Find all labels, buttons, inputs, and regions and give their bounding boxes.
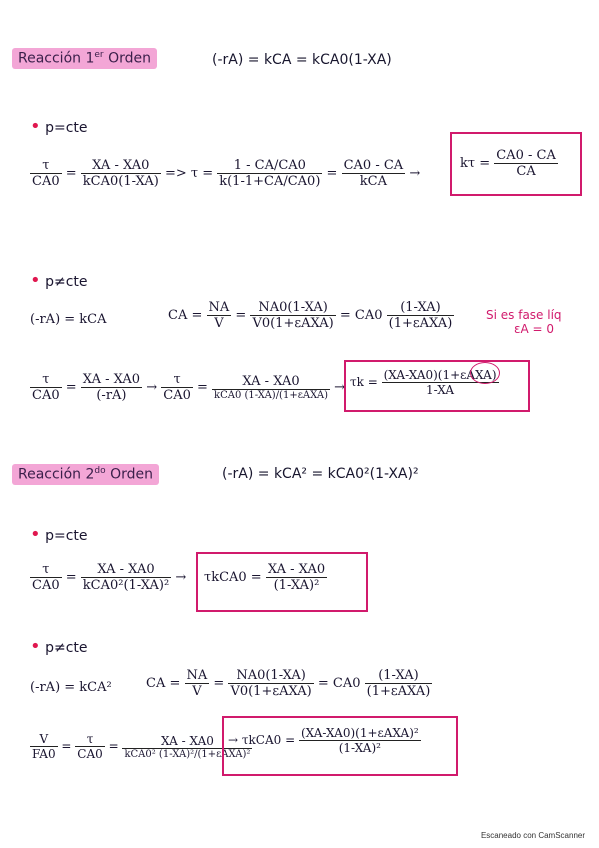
bullet-dot-icon: •: [30, 524, 41, 545]
arrow-icon: →: [334, 380, 346, 395]
section2-rate-law: (-rA) = kCA² = kCA0²(1-XA)²: [222, 466, 419, 482]
s2-pconst-result: τkCA0 = XA - XA0(1-XA)²: [204, 562, 328, 593]
highlight-circle: [470, 362, 500, 384]
s2-pnotconst-result: → τkCA0 = (XA-XA0)(1+εAXA)²(1-XA)²: [228, 726, 421, 755]
s1-pnotconst-result-box: [344, 360, 530, 412]
s2-rate: (-rA) = kCA²: [30, 680, 112, 695]
section1-title: Reacción 1er Orden: [12, 48, 157, 69]
s1-pconst-label: • p=cte: [30, 116, 88, 137]
s2-pconst-result-box: [196, 552, 368, 612]
arrow-icon: →: [409, 166, 421, 181]
s1-rate: (-rA) = kCA: [30, 312, 107, 327]
bullet-dot-icon: •: [30, 116, 41, 137]
section1-title-suffix: Orden: [108, 50, 151, 67]
s1-pnotconst-label-text: p≠cte: [45, 274, 88, 290]
section1-title-order: 1: [85, 50, 95, 67]
s1-pnotconst-label: • p≠cte: [30, 270, 88, 291]
s2-pnotconst-result-box: [222, 716, 458, 776]
section1-title-prefix: Reacción: [18, 50, 82, 67]
s2-pnotconst-label: • p≠cte: [30, 636, 88, 657]
bullet-dot-icon: •: [30, 270, 41, 291]
implies-arrow: =>: [164, 166, 187, 181]
section2-title: Reacción 2do Orden: [12, 464, 159, 485]
s1-liquid-note: Si es fase líq εA = 0: [486, 308, 562, 336]
bullet-dot-icon: •: [30, 636, 41, 657]
s1-pnotconst-result: τk = (XA-XA0)(1+εAXA)1-XA: [350, 368, 499, 397]
arrow-icon: →: [175, 570, 187, 585]
section1-rate-law: (-rA) = kCA = kCA0(1-XA): [212, 52, 392, 68]
s2-pconst-label: • p=cte: [30, 524, 88, 545]
s1-pconst-result-box: [450, 132, 582, 196]
arrow-icon: →: [146, 380, 158, 395]
s1-pconst-label-text: p=cte: [45, 120, 88, 136]
section1-title-sup: er: [94, 50, 104, 60]
s1-pconst-step2-lhs: τ =: [190, 166, 214, 181]
scanner-watermark: Escaneado con CamScanner: [480, 831, 585, 840]
